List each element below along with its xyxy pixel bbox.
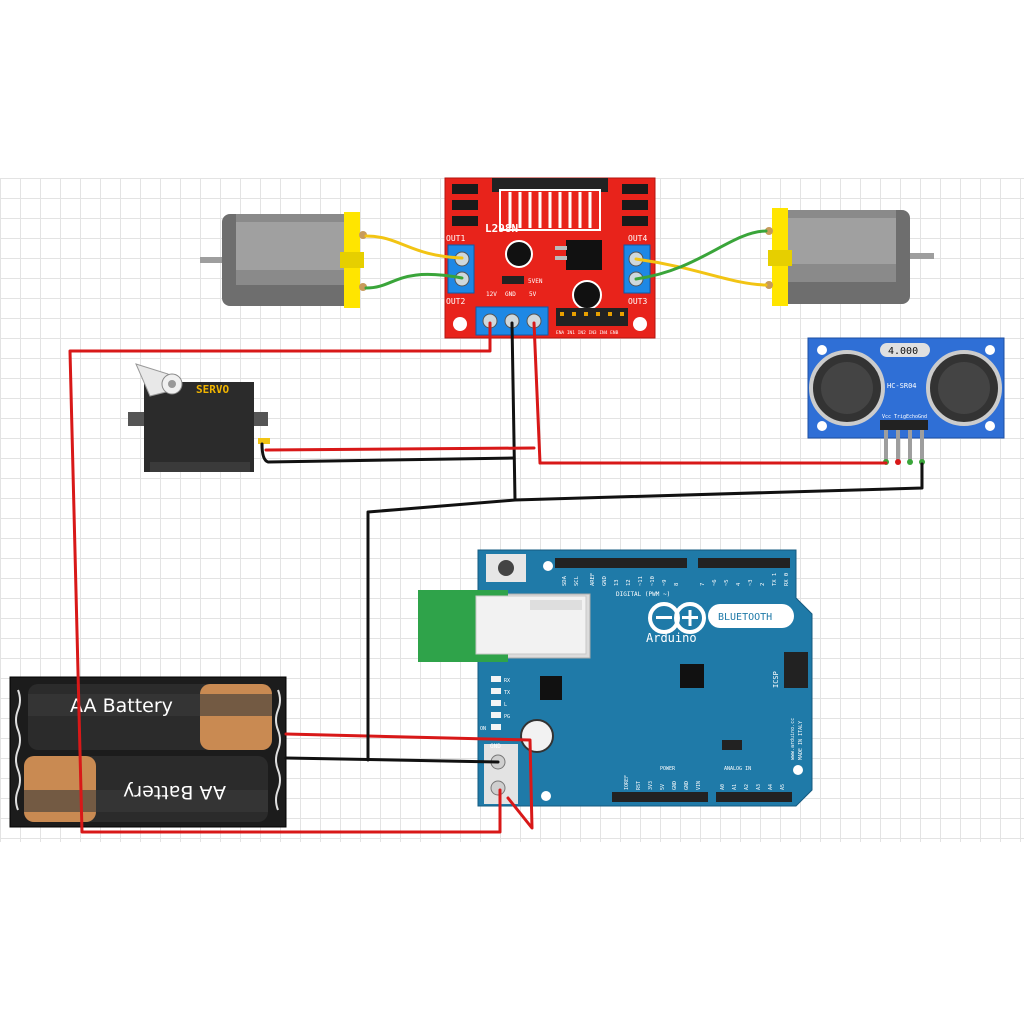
pin-gnd-top: GND bbox=[602, 576, 608, 586]
wire-servo-black[interactable] bbox=[260, 442, 516, 464]
pin-a1: A1 bbox=[732, 784, 738, 790]
made-in-label: MADE IN ITALY bbox=[798, 721, 804, 760]
pin-gnd-2: GND bbox=[684, 781, 690, 790]
pin-rst: RST bbox=[636, 781, 642, 790]
gnd-jack-label: GND bbox=[490, 743, 501, 750]
sensor-pin-vcc: Vcc bbox=[882, 414, 891, 420]
out1-label: OUT1 bbox=[446, 234, 465, 243]
pin-9: ~9 bbox=[662, 579, 668, 586]
arduino-uno[interactable]: SDA SCL AREF GND 13 12 ~11 ~10 ~9 8 7 ~6… bbox=[418, 549, 813, 807]
led-on: ON bbox=[480, 726, 486, 732]
pin-rx: RX 0 bbox=[784, 573, 790, 586]
pin-12: 12 bbox=[626, 579, 632, 586]
wires bbox=[68, 229, 924, 834]
out3-label: OUT3 bbox=[628, 297, 647, 306]
pin-sda: SDA bbox=[562, 575, 568, 586]
pin-tx: TX 1 bbox=[772, 573, 778, 586]
v12-label: 12V bbox=[486, 291, 497, 298]
sensor-pin-trig: Trig bbox=[894, 414, 906, 420]
heatsink bbox=[492, 178, 608, 231]
battery-cell-top: AA Battery bbox=[28, 684, 272, 750]
wire-sensor-gnd[interactable] bbox=[513, 462, 924, 502]
out1-out2-terminal[interactable] bbox=[447, 244, 475, 294]
servo-label: SERVO bbox=[196, 383, 229, 396]
url-label: www.arduino.cc bbox=[790, 718, 796, 760]
ultrasonic-sensor[interactable]: 4.000 HC-SR04 Vcc Trig Echo Gnd bbox=[807, 337, 1005, 465]
l298n-driver[interactable]: L298N OUT1 OUT2 OUT3 OUT4 12V GND 5V 5VE… bbox=[444, 177, 656, 339]
chip-label: L298N bbox=[485, 222, 518, 235]
digital-header-label: DIGITAL (PWM ~) bbox=[616, 591, 670, 598]
pin-a5: A5 bbox=[780, 784, 786, 790]
out2-label: OUT2 bbox=[446, 297, 465, 306]
pin-a2: A2 bbox=[744, 784, 750, 790]
led-tx: TX bbox=[504, 690, 510, 696]
pin-vin: VIN bbox=[696, 781, 702, 790]
wire-motor-right-yellow[interactable] bbox=[634, 257, 768, 287]
wire-ground-main[interactable] bbox=[366, 321, 517, 762]
pin-13: 13 bbox=[614, 579, 620, 586]
wire-motor-left-green[interactable] bbox=[364, 272, 464, 290]
wire-motor-right-green[interactable] bbox=[634, 229, 768, 281]
pin-11: ~11 bbox=[638, 576, 644, 586]
pin-2: 2 bbox=[760, 583, 766, 586]
pin-3v3: 3V3 bbox=[648, 781, 654, 790]
pin-a3: A3 bbox=[756, 784, 762, 790]
power-header-label: POWER bbox=[660, 766, 676, 772]
battery-cell-bottom: AA Battery bbox=[24, 756, 268, 822]
wire-motor-left-yellow[interactable] bbox=[364, 234, 464, 260]
sensor-model: HC-SR04 bbox=[887, 382, 917, 390]
sensor-display: 4.000 bbox=[888, 346, 918, 357]
out3-out4-terminal[interactable] bbox=[623, 244, 651, 294]
wire-battery-red[interactable] bbox=[284, 732, 534, 830]
analog-header-label: ANALOG IN bbox=[724, 766, 751, 772]
out4-label: OUT4 bbox=[628, 234, 647, 243]
dc-motor-right[interactable] bbox=[765, 208, 934, 306]
wire-battery-black[interactable] bbox=[284, 756, 500, 764]
v5en-label: 5VEN bbox=[528, 278, 543, 285]
sensor-pin-echo: Echo bbox=[906, 414, 918, 420]
servo-motor[interactable]: SERVO bbox=[128, 363, 270, 472]
battery-pack[interactable]: AA Battery AA Battery bbox=[9, 676, 287, 828]
pin-6: ~6 bbox=[712, 579, 718, 586]
pin-7: 7 bbox=[700, 583, 706, 586]
pin-a4: A4 bbox=[768, 784, 774, 790]
status-leds bbox=[491, 676, 501, 730]
pin-5: ~5 bbox=[724, 579, 730, 586]
wire-battery-positive[interactable] bbox=[68, 321, 502, 834]
bluetooth-label: BLUETOOTH bbox=[718, 612, 772, 623]
led-pg: PG bbox=[504, 714, 510, 720]
v5-label: 5V bbox=[529, 291, 537, 298]
pin-4: 4 bbox=[736, 582, 742, 586]
pin-5v: 5V bbox=[660, 784, 666, 790]
battery-label-top: AA Battery bbox=[70, 695, 173, 717]
gnd-label: GND bbox=[505, 291, 516, 298]
control-pins-label: ENA IN1 IN2 IN3 IN4 ENB bbox=[556, 330, 619, 336]
wire-sensor-vcc[interactable] bbox=[532, 321, 888, 465]
arduino-logo-text: Arduino bbox=[646, 631, 697, 645]
led-l: L bbox=[504, 702, 507, 708]
wire-servo-red[interactable] bbox=[264, 446, 536, 452]
pin-gnd-1: GND bbox=[672, 781, 678, 790]
sensor-pin-gnd: Gnd bbox=[918, 414, 927, 420]
icsp-label: ICSP bbox=[772, 671, 780, 688]
led-rx: RX bbox=[504, 678, 510, 684]
pin-10: ~10 bbox=[650, 576, 656, 586]
pin-3: ~3 bbox=[748, 579, 754, 586]
dc-motor-left[interactable] bbox=[200, 212, 367, 308]
arduino-logo-icon bbox=[648, 602, 706, 634]
pin-ioref: IOREF bbox=[624, 775, 630, 790]
pin-scl: SCL bbox=[574, 575, 580, 586]
bluetooth-module[interactable] bbox=[418, 590, 587, 662]
battery-label-bottom: AA Battery bbox=[123, 781, 226, 803]
pin-aref: AREF bbox=[590, 573, 596, 586]
pin-8: 8 bbox=[674, 583, 680, 586]
pin-a0: A0 bbox=[720, 784, 726, 790]
